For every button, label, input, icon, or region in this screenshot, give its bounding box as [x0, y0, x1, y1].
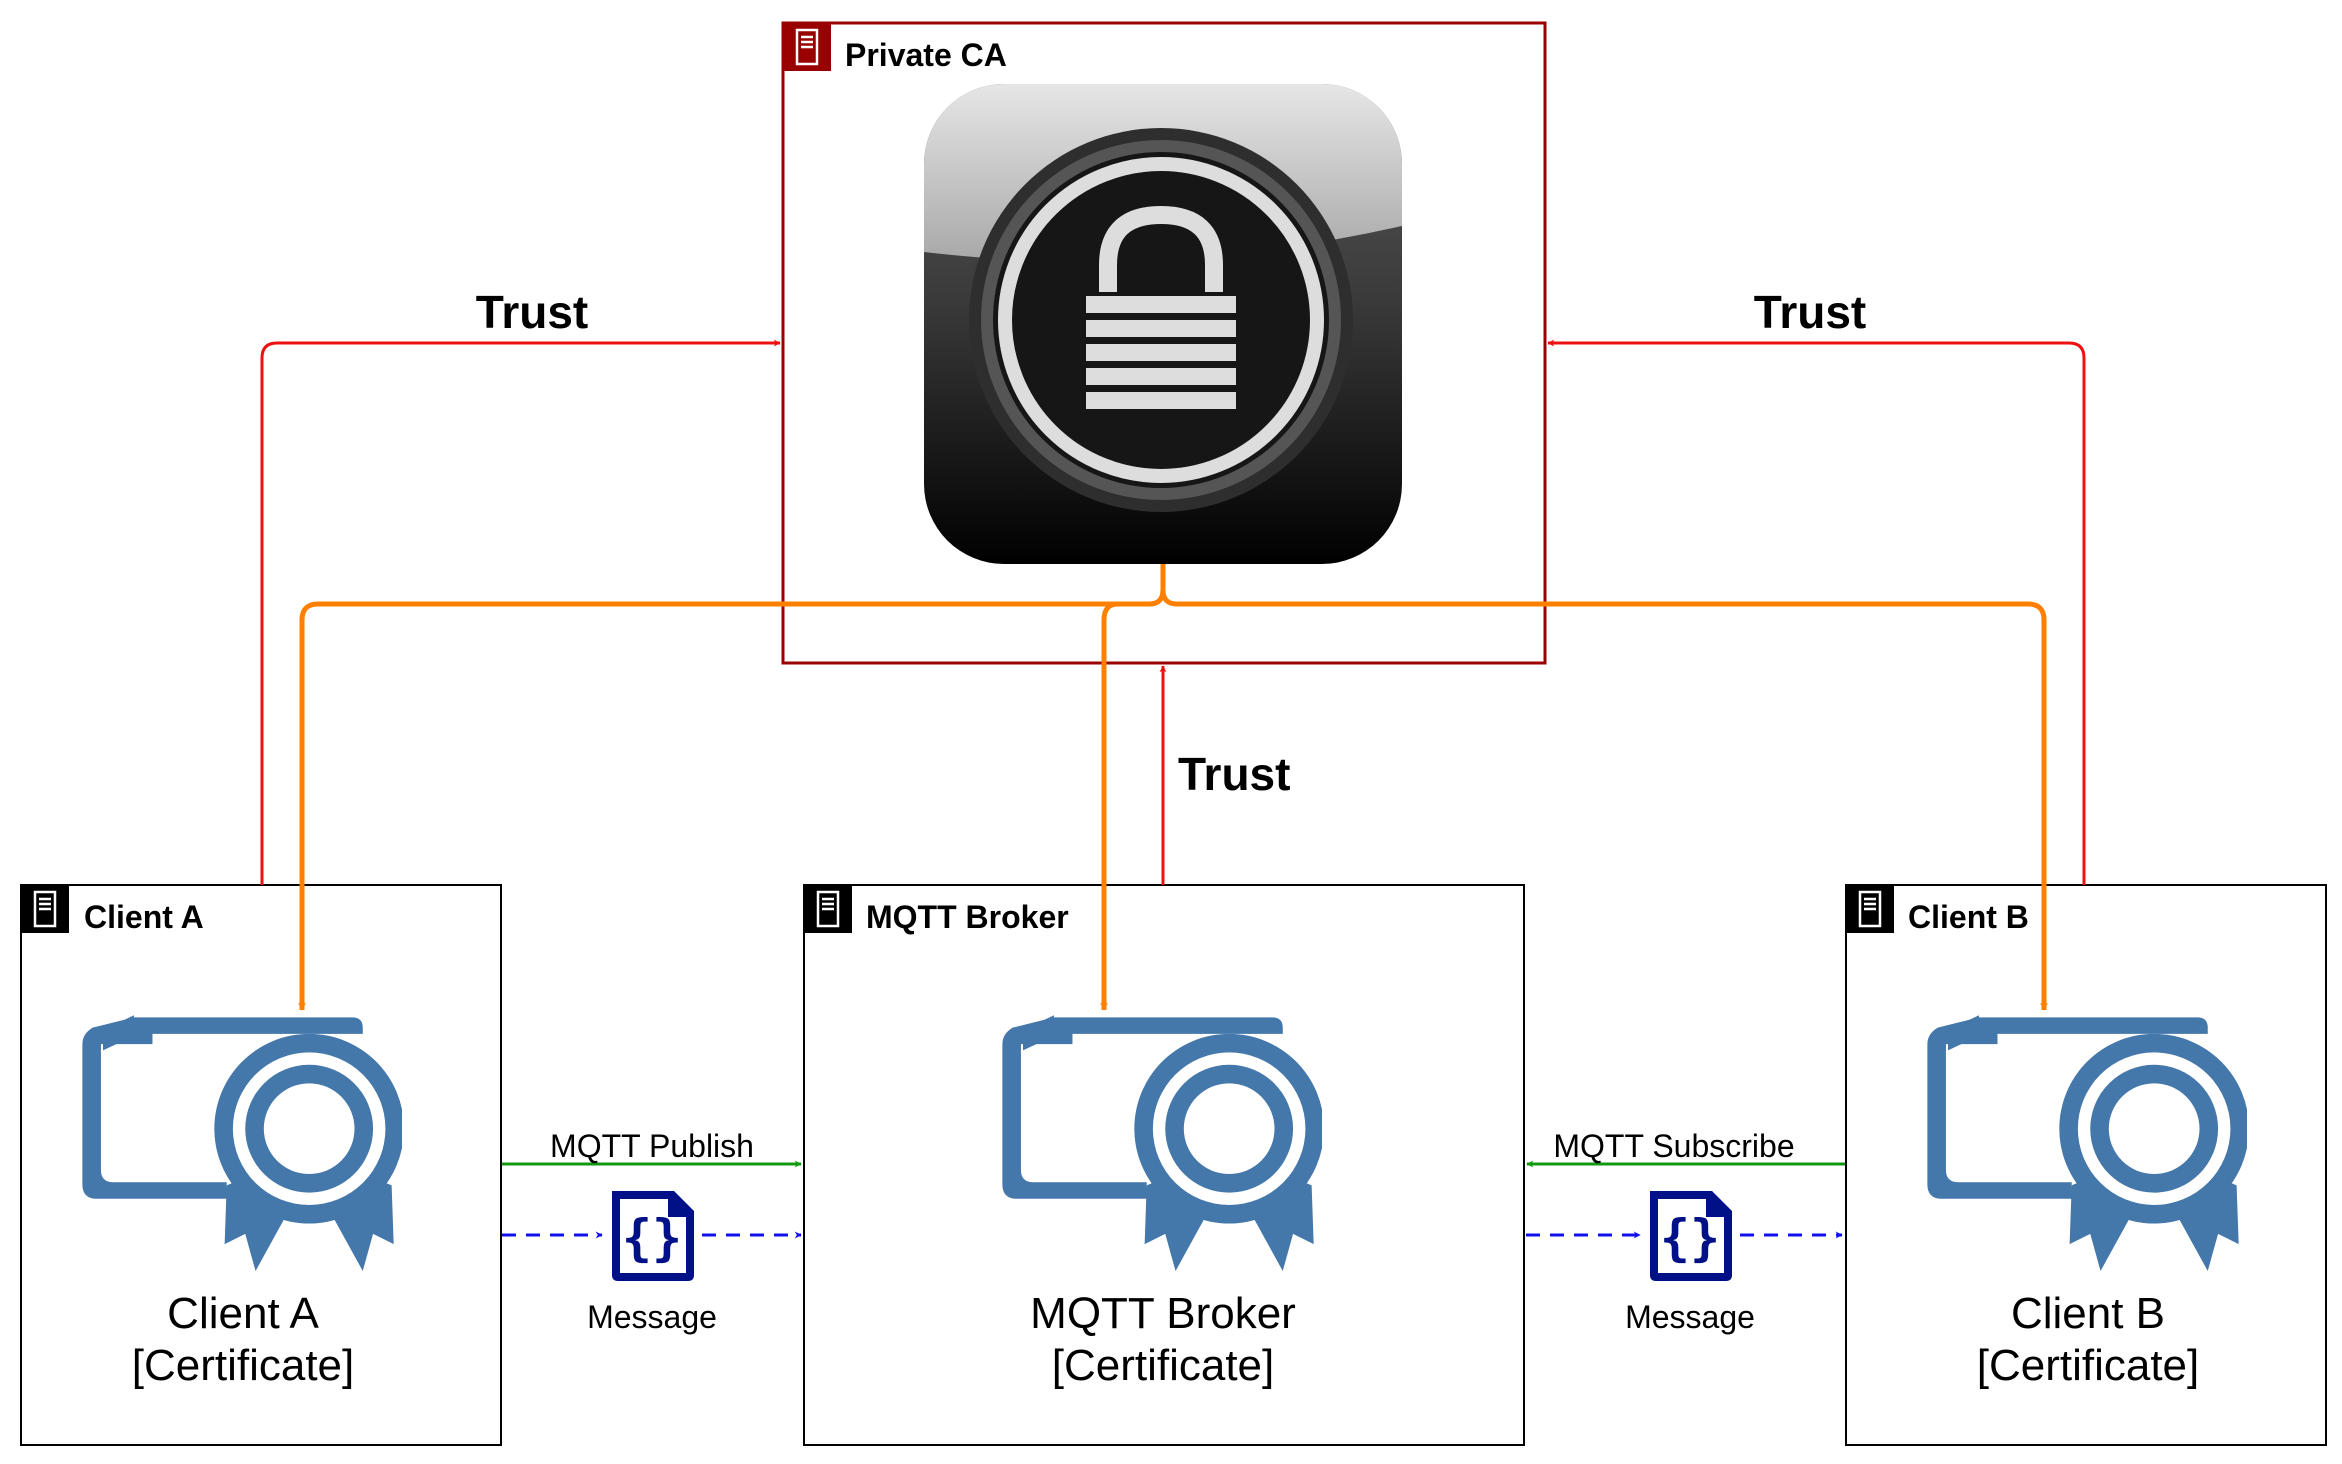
certificate-icon — [82, 1015, 402, 1271]
client-a-title: Client A — [84, 899, 204, 935]
broker-title: MQTT Broker — [866, 899, 1069, 935]
mqtt-broker-group: MQTT Broker MQTT Broker [Certificate] — [803, 884, 1525, 1446]
ca-title: Private CA — [845, 37, 1007, 73]
client-a-cert-sub: [Certificate] — [132, 1341, 355, 1390]
trust-edge-client-a — [260, 339, 781, 885]
trust-label-right: Trust — [1754, 286, 1866, 338]
client-a-group: Client A Client A [Certificate] — [20, 884, 502, 1446]
publish-label: MQTT Publish — [550, 1128, 754, 1164]
trust-edge-client-b — [1547, 339, 2086, 885]
message-label-left: Message — [587, 1299, 717, 1335]
issue-edge-broker — [1100, 564, 1166, 1011]
broker-cert-sub: [Certificate] — [1052, 1341, 1275, 1390]
issue-edge-client-a — [298, 564, 1166, 1011]
client-b-group: Client B Client B [Certificate] — [1845, 884, 2327, 1446]
private-ca-group: Private CA — [781, 21, 1547, 665]
trust-label-left: Trust — [476, 286, 588, 338]
client-b-cert-name: Client B — [2011, 1289, 2165, 1338]
json-file-icon — [612, 1191, 694, 1281]
lock-icon — [924, 84, 1402, 564]
certificate-icon — [1927, 1015, 2247, 1271]
client-a-cert-name: Client A — [167, 1289, 319, 1338]
subscribe-label: MQTT Subscribe — [1553, 1128, 1794, 1164]
certificate-icon — [1002, 1015, 1322, 1271]
trust-label-center: Trust — [1178, 748, 1290, 800]
broker-cert-name: MQTT Broker — [1030, 1289, 1296, 1338]
message-label-right: Message — [1625, 1299, 1755, 1335]
json-file-icon — [1650, 1191, 1732, 1281]
issue-edge-client-b — [1160, 564, 2048, 1011]
client-b-cert-sub: [Certificate] — [1977, 1341, 2200, 1390]
client-b-title: Client B — [1908, 899, 2029, 935]
